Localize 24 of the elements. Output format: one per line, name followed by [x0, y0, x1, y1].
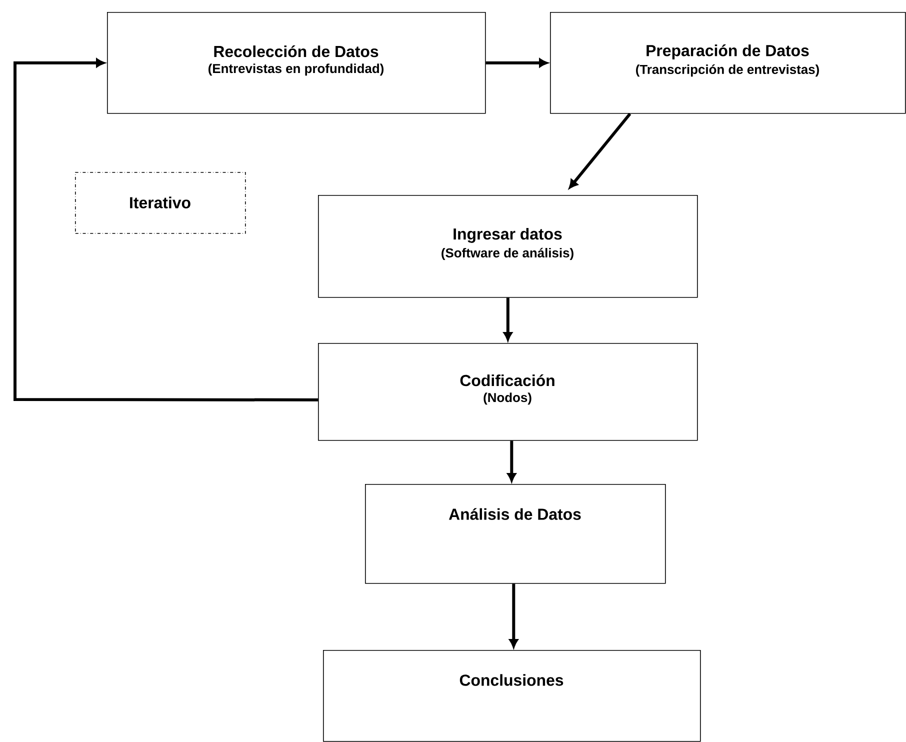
- arrow: [507, 440, 516, 482]
- node-label: Conclusiones: [460, 674, 564, 686]
- arrow: [486, 58, 548, 68]
- node-label: (Transcripción de entrevistas): [636, 64, 819, 77]
- node-label: Iterativo: [130, 196, 190, 208]
- process-box: [318, 343, 698, 441]
- process-box: [365, 484, 666, 584]
- process-box: [318, 195, 698, 298]
- arrow: [509, 584, 518, 648]
- node-label: (Entrevistas en profundidad): [208, 64, 384, 76]
- process-box: [107, 12, 486, 114]
- process-box: [550, 12, 906, 114]
- node-label: Análisis de Datos: [448, 508, 581, 520]
- node-label: Codificación: [460, 374, 554, 386]
- node-label: (Software de análisis): [442, 248, 574, 260]
- node-label: Recolección de Datos: [214, 45, 378, 58]
- node-label: Preparación de Datos: [646, 44, 809, 60]
- arrow: [14, 58, 318, 402]
- process-box: [323, 650, 701, 742]
- arrow: [569, 112, 632, 188]
- node-label: (Nodos): [484, 392, 532, 405]
- note-box: [75, 172, 246, 234]
- arrow: [504, 298, 512, 341]
- node-label: Ingresar datos: [454, 228, 562, 243]
